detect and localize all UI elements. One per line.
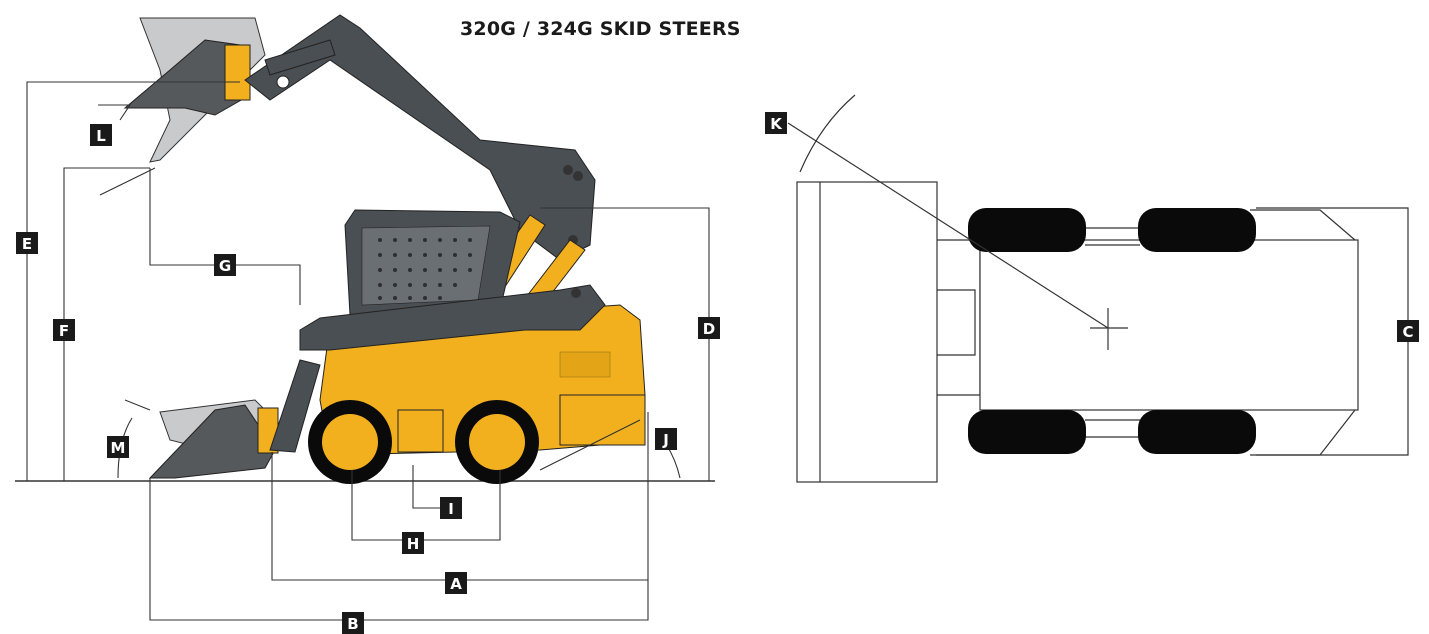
svg-text:E: E xyxy=(22,235,32,253)
label-a: A xyxy=(445,572,467,594)
cab-screen-mesh xyxy=(378,238,472,300)
lift-arm-lower xyxy=(299,284,606,351)
top-tire-front-left xyxy=(968,208,1086,252)
label-e: E xyxy=(16,232,38,254)
raised-bucket-coupler xyxy=(224,44,251,101)
front-wheel xyxy=(308,400,392,484)
pivot-pin xyxy=(571,288,581,298)
svg-text:K: K xyxy=(770,115,783,133)
tilt-linkage-lower xyxy=(269,359,321,453)
label-d: D xyxy=(698,317,720,339)
label-k: K xyxy=(765,112,787,134)
svg-text:M: M xyxy=(111,439,126,457)
rear-grille xyxy=(559,351,611,378)
label-g: G xyxy=(214,254,236,276)
label-m: M xyxy=(107,436,129,458)
svg-text:G: G xyxy=(219,257,231,275)
label-b: B xyxy=(342,612,364,634)
rear-bumper xyxy=(559,394,646,446)
svg-text:D: D xyxy=(703,320,715,338)
label-l: L xyxy=(90,124,112,146)
axle-plate xyxy=(397,409,444,453)
svg-text:J: J xyxy=(662,431,669,449)
pivot-pin xyxy=(563,165,573,175)
pivot-pin xyxy=(573,171,583,181)
svg-text:F: F xyxy=(59,322,69,340)
svg-text:B: B xyxy=(347,615,358,633)
top-frame xyxy=(937,239,981,396)
lift-arm-upper xyxy=(244,14,596,261)
pivot-pin xyxy=(276,75,290,89)
svg-text:H: H xyxy=(407,535,420,553)
label-i: I xyxy=(440,497,462,519)
turning-radius-arc xyxy=(799,94,856,173)
dimension-labels: A B C D E F G H xyxy=(16,112,1419,634)
label-h: H xyxy=(402,532,424,554)
top-bucket xyxy=(796,181,938,483)
rear-wheel xyxy=(455,400,539,484)
turning-radius-line xyxy=(787,122,1109,329)
svg-text:I: I xyxy=(448,500,454,518)
top-tire-front-right xyxy=(968,410,1086,454)
side-view xyxy=(15,14,715,621)
top-tire-rear-right xyxy=(1138,410,1256,454)
svg-text:A: A xyxy=(450,575,462,593)
label-c: C xyxy=(1397,320,1419,342)
dimension-lines xyxy=(26,81,710,621)
top-chassis xyxy=(979,239,1359,411)
svg-text:L: L xyxy=(96,127,106,145)
top-tire-rear-left xyxy=(1138,208,1256,252)
tilt-cylinder-upper xyxy=(264,39,336,76)
label-j: J xyxy=(655,428,677,450)
top-view xyxy=(787,94,1409,483)
cab-screen xyxy=(361,225,491,306)
svg-text:C: C xyxy=(1402,323,1413,341)
label-f: F xyxy=(53,319,75,341)
page-title: 320G / 324G SKID STEERS xyxy=(460,18,741,40)
